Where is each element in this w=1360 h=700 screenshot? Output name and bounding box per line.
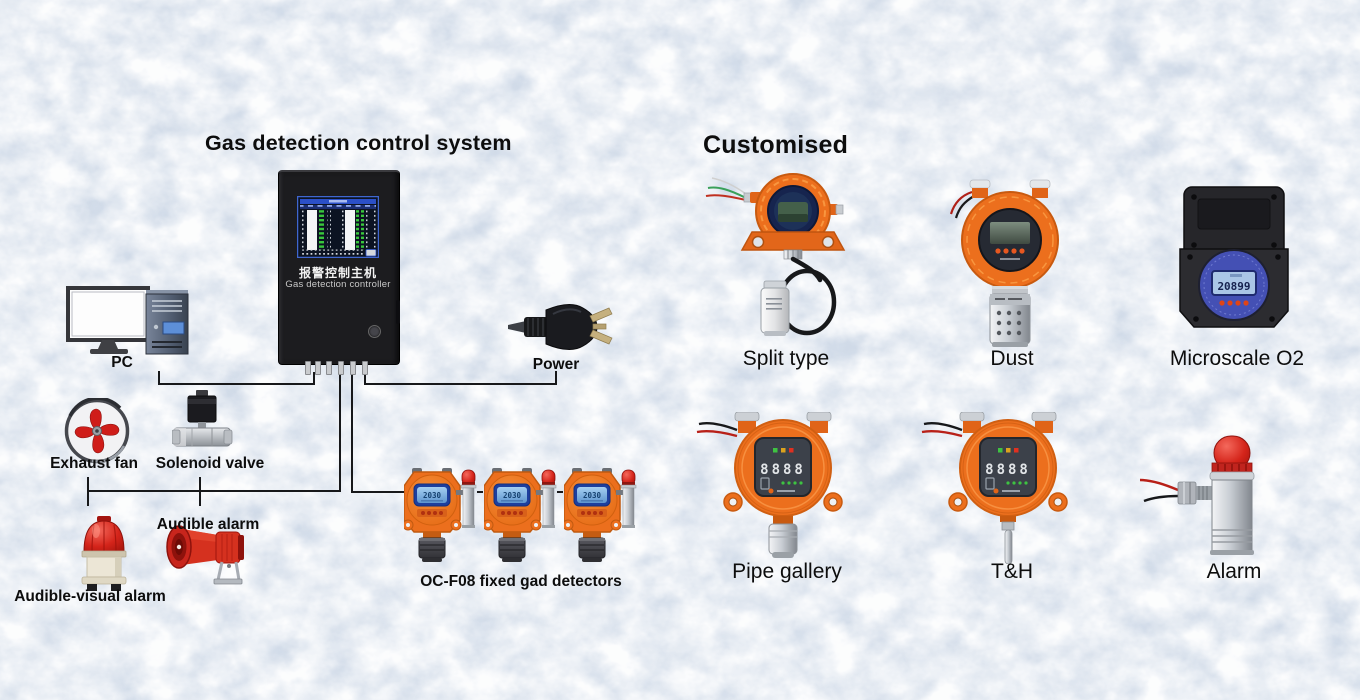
audible-visual-alarm-icon bbox=[81, 516, 127, 591]
connection-line bbox=[364, 372, 366, 384]
connection-line bbox=[351, 491, 408, 493]
alarm-beacon-icon bbox=[1139, 435, 1255, 555]
power-plug-icon bbox=[508, 304, 613, 350]
connection-line bbox=[158, 371, 160, 385]
pipe-gallery-display: 8888 bbox=[760, 462, 806, 478]
gas-detector-icon: 2030 bbox=[484, 468, 557, 562]
pc-icon bbox=[66, 286, 189, 355]
gas-detector-icon: 2030 bbox=[404, 468, 477, 562]
wire-stub bbox=[362, 361, 368, 375]
detector-lcd-reading: 2030 bbox=[503, 491, 522, 500]
wire-stub bbox=[326, 361, 332, 375]
pipe-gallery-detector-icon: 8888 bbox=[696, 412, 843, 558]
connection-line bbox=[87, 477, 89, 506]
power-label: Power bbox=[532, 356, 580, 373]
gas-detector-icon: 2030 bbox=[564, 468, 637, 562]
connection-line bbox=[364, 383, 557, 385]
page-title: Gas detection control system bbox=[205, 131, 512, 155]
customised-heading: Customised bbox=[703, 131, 849, 159]
temp-humidity-detector-icon: 8888 bbox=[921, 412, 1068, 564]
audible-alarm-icon bbox=[166, 525, 244, 585]
solenoid-valve-icon bbox=[172, 390, 233, 447]
connection-line bbox=[351, 372, 353, 493]
controller-name-cn: 报警控制主机 bbox=[298, 266, 377, 280]
dust-detector-icon bbox=[949, 179, 1059, 347]
controller-latch-icon bbox=[396, 300, 400, 324]
audible-alarm-label: Audible alarm bbox=[156, 516, 260, 533]
split-type-label: Split type bbox=[742, 347, 830, 370]
connection-line bbox=[555, 371, 557, 385]
connection-line bbox=[199, 477, 201, 506]
connection-line bbox=[158, 383, 315, 385]
detectors-caption: OC-F08 fixed gad detectors bbox=[420, 573, 622, 590]
pc-label: PC bbox=[111, 354, 133, 371]
dust-label: Dust bbox=[990, 347, 1034, 370]
audible-visual-alarm-label: Audible-visual alarm bbox=[14, 588, 166, 605]
connection-line bbox=[557, 491, 563, 493]
microscale-o2-label: Microscale O2 bbox=[1169, 347, 1305, 370]
controller-name-en: Gas detection controller bbox=[285, 279, 391, 290]
wire-stub bbox=[315, 361, 321, 375]
split-type-detector-icon bbox=[705, 173, 846, 336]
microscale-o2-icon: 20899 bbox=[1179, 186, 1289, 328]
exhaust-fan-label: Exhaust fan bbox=[50, 455, 138, 472]
connection-line bbox=[313, 372, 315, 384]
solenoid-valve-label: Solenoid valve bbox=[155, 455, 265, 472]
exhaust-fan-icon bbox=[64, 398, 130, 464]
t-and-h-label: T&H bbox=[991, 560, 1033, 583]
connection-line bbox=[339, 372, 341, 492]
th-display: 8888 bbox=[985, 462, 1031, 478]
o2-lcd-reading: 20899 bbox=[1217, 280, 1250, 293]
wire-stub bbox=[305, 361, 311, 375]
wire-stub bbox=[338, 361, 344, 375]
pipe-gallery-label: Pipe gallery bbox=[732, 560, 842, 583]
wire-stub bbox=[350, 361, 356, 375]
connection-line bbox=[477, 491, 483, 493]
alarm-label: Alarm bbox=[1206, 560, 1262, 583]
controller-button-icon bbox=[368, 325, 381, 338]
detector-lcd-reading: 2030 bbox=[583, 491, 602, 500]
connection-line bbox=[87, 490, 341, 492]
detector-lcd-reading: 2030 bbox=[423, 491, 442, 500]
controller-screen-icon bbox=[297, 196, 379, 258]
